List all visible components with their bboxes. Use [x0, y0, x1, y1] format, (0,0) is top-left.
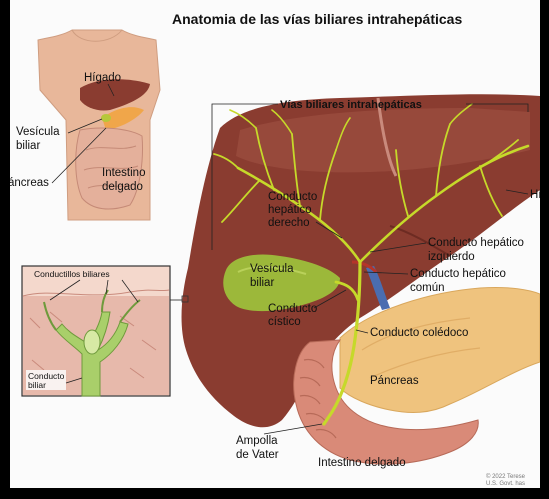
label-inset-gallbladder-1: Vesícula: [16, 126, 60, 138]
label-liver-cut: Hí: [530, 189, 540, 201]
label-intrahepatic: Vías biliares intrahepáticas: [280, 99, 422, 111]
label-inset-liver: Hígado: [84, 72, 121, 84]
label-gallbladder-2: biliar: [250, 277, 274, 289]
label-inset-gallbladder-2: biliar: [16, 140, 40, 152]
label-common-bile-duct: Conducto colédoco: [370, 327, 468, 339]
body-inset: Hígado Vesícula biliar áncreas Intestino…: [10, 30, 160, 220]
label-cystic-2: cístico: [268, 316, 301, 328]
credit-line-2: U.S. Govt. has: [486, 481, 525, 487]
main-liver-group: Vías biliares intrahepáticas Conducto he…: [182, 94, 540, 469]
label-cystic-1: Conducto: [268, 303, 317, 315]
label-micro-duct-2: biliar: [28, 380, 46, 390]
figure-panel: Anatomia de las vías biliares intrahepát…: [10, 0, 540, 488]
label-small-intestine: Intestino delgado: [318, 457, 406, 469]
label-ductules: Conductillos biliares: [34, 269, 110, 279]
label-left-hepatic-1: Conducto hepático: [428, 237, 524, 249]
micro-inset: Conductillos biliares Conducto biliar: [22, 266, 188, 396]
label-ampulla-1: Ampolla: [236, 435, 278, 447]
label-pancreas: Páncreas: [370, 375, 419, 387]
label-inset-intestine-1: Intestino: [102, 167, 145, 179]
micro-duct-lumen: [84, 330, 100, 354]
inset-gallbladder: [101, 114, 111, 122]
label-left-hepatic-2: izquierdo: [428, 251, 475, 263]
figure-title: Anatomia de las vías biliares intrahepát…: [172, 11, 462, 27]
label-inset-pancreas: áncreas: [10, 177, 49, 189]
label-right-hepatic-3: derecho: [268, 217, 310, 229]
label-common-hepatic-1: Conducto hepático: [410, 268, 506, 280]
label-common-hepatic-2: común: [410, 282, 445, 294]
label-gallbladder-1: Vesícula: [250, 263, 294, 275]
label-right-hepatic-2: hepático: [268, 204, 311, 216]
label-inset-intestine-2: delgado: [102, 181, 143, 193]
credit-line-1: © 2022 Terese: [486, 473, 526, 480]
label-ampulla-2: de Vater: [236, 449, 279, 461]
anatomy-illustration: Anatomia de las vías biliares intrahepát…: [10, 0, 540, 488]
label-right-hepatic-1: Conducto: [268, 191, 317, 203]
